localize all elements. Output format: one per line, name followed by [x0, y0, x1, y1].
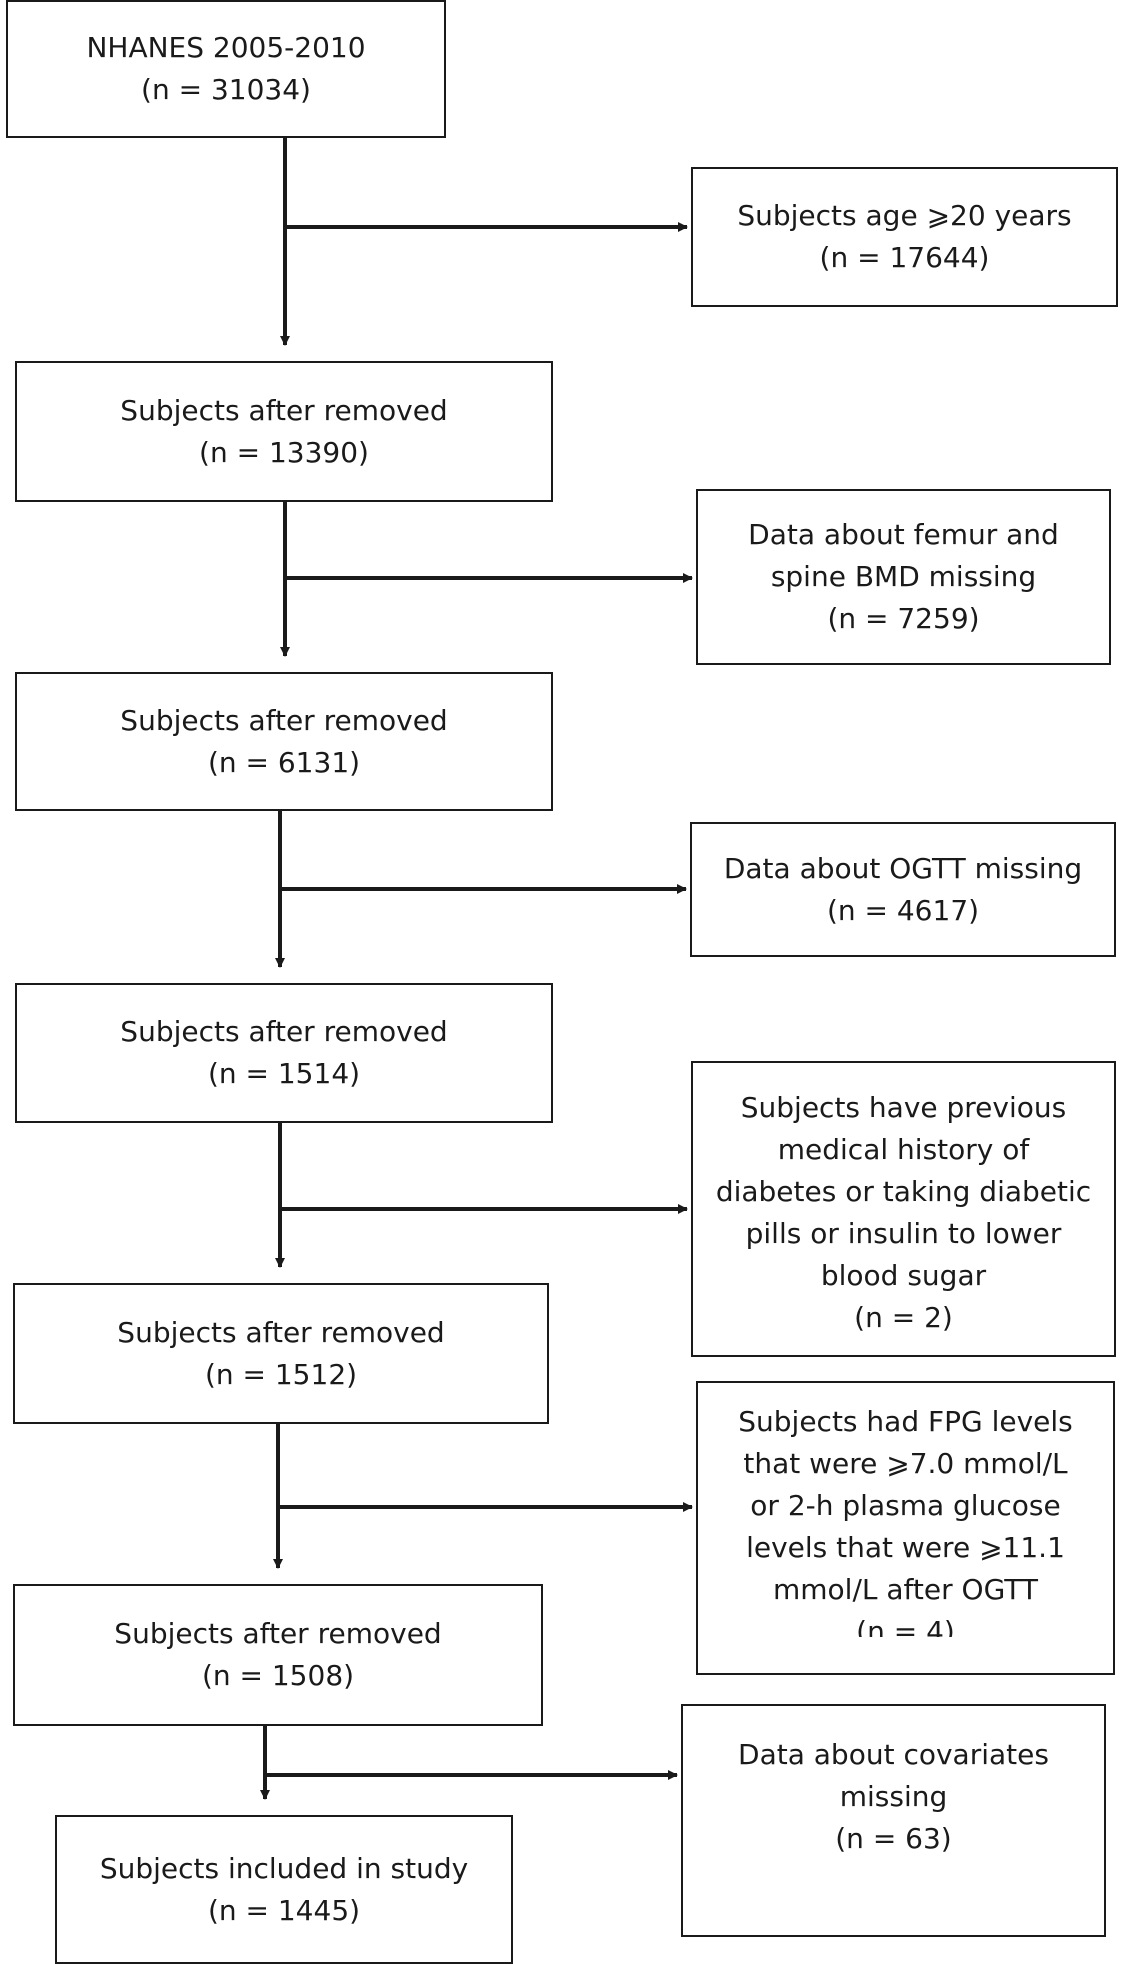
box-title: Subjects after removed: [120, 703, 448, 737]
box-count: (n = 1445): [207, 1893, 361, 1927]
exclusion-text: spine BMD missing: [770, 560, 1037, 593]
exclusion-text: diabetes or taking diabetic: [715, 1175, 1092, 1208]
exclusion-count: (n = 17644): [819, 241, 990, 274]
box-title: Subjects after removed: [120, 1015, 448, 1048]
exclusion-text: missing: [839, 1780, 948, 1813]
box-count: (n = 6131): [207, 745, 361, 779]
exclusion-text: blood sugar: [820, 1259, 987, 1292]
box-count: (n = 13390): [199, 435, 369, 469]
exclusion-count: (n = 7259): [827, 602, 980, 635]
box-after-bmd-filter: Subjects after removed (n = 6131): [15, 672, 553, 811]
box-after-ogtt-filter: Subjects after removed (n = 1514): [15, 983, 553, 1123]
exclusion-text: medical history of: [777, 1133, 1030, 1166]
box-count: (n = 1508): [201, 1659, 355, 1692]
exclusion-text: levels that were ⩾11.1: [746, 1531, 1065, 1564]
exclusion-box-age: Subjects age ⩾20 years (n = 17644): [691, 167, 1118, 307]
exclusion-box-covariates-missing: Data about covariates missing (n = 63): [681, 1704, 1106, 1937]
exclusion-text: Data about covariates: [738, 1738, 1049, 1771]
exclusion-text: or 2-h plasma glucose: [750, 1489, 1061, 1522]
box-after-age-filter: Subjects after removed (n = 13390): [15, 361, 553, 502]
exclusion-box-glucose-levels: Subjects had FPG levels that were ⩾7.0 m…: [696, 1381, 1115, 1675]
exclusion-count: (n = 63): [835, 1822, 952, 1855]
exclusion-text: pills or insulin to lower: [745, 1217, 1062, 1250]
exclusion-box-bmd-missing: Data about femur and spine BMD missing (…: [696, 489, 1111, 665]
box-title: Subjects after removed: [114, 1617, 442, 1650]
exclusion-box-diabetes-history: Subjects have previous medical history o…: [691, 1061, 1116, 1357]
exclusion-text: Data about OGTT missing: [723, 851, 1083, 885]
box-included-in-study: Subjects included in study (n = 1445): [55, 1815, 513, 1964]
exclusion-count: (n = 4): [856, 1615, 955, 1637]
box-count: (n = 31034): [141, 73, 311, 106]
exclusion-text: that were ⩾7.0 mmol/L: [743, 1447, 1068, 1480]
box-count: (n = 1512): [204, 1357, 358, 1391]
box-title: Subjects included in study: [99, 1851, 469, 1885]
box-title: Subjects after removed: [117, 1315, 445, 1349]
box-nhanes-source: NHANES 2005-2010 (n = 31034): [6, 0, 446, 138]
exclusion-count: (n = 2): [854, 1301, 953, 1334]
box-after-diabetes-history-filter: Subjects after removed (n = 1512): [13, 1283, 549, 1424]
exclusion-text: Subjects age ⩾20 years: [737, 199, 1072, 232]
exclusion-text: Data about femur and: [748, 518, 1059, 551]
box-title: Subjects after removed: [120, 393, 448, 427]
exclusion-count: (n = 4617): [826, 893, 980, 927]
box-title: NHANES 2005-2010: [86, 31, 366, 64]
exclusion-box-ogtt-missing: Data about OGTT missing (n = 4617): [690, 822, 1116, 957]
exclusion-text: mmol/L after OGTT: [773, 1573, 1038, 1606]
box-after-glucose-filter: Subjects after removed (n = 1508): [13, 1584, 543, 1726]
exclusion-text: Subjects have previous: [740, 1091, 1067, 1124]
box-count: (n = 1514): [207, 1057, 361, 1090]
exclusion-text: Subjects had FPG levels: [738, 1405, 1073, 1438]
